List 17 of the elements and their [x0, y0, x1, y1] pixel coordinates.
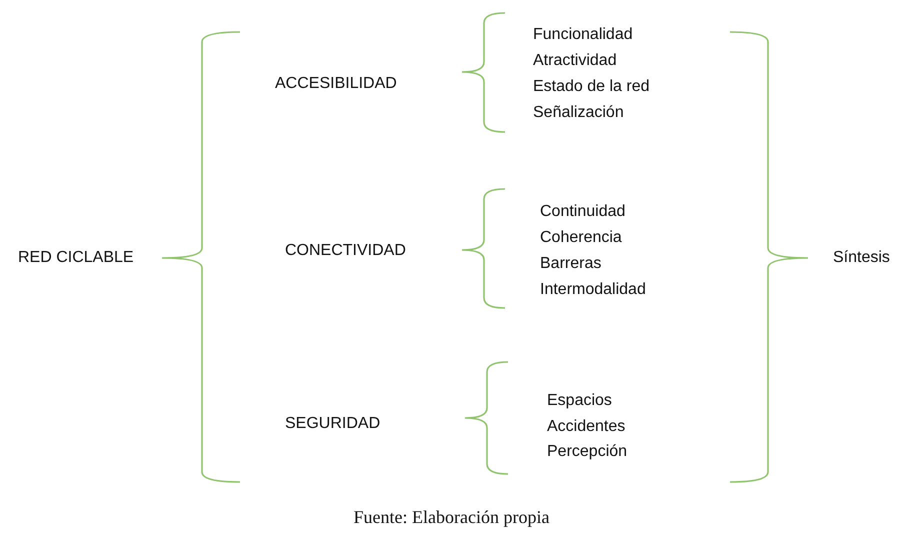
list-item: Atractividad: [533, 51, 617, 71]
list-item: Estado de la red: [533, 77, 650, 97]
category-label: RED CICLABLE: [18, 248, 134, 268]
caption: Fuente: Elaboración propia: [352, 507, 550, 528]
category-label: SEGURIDAD: [285, 414, 380, 434]
list-item: Señalización: [533, 103, 624, 123]
list-item: Espacios: [547, 391, 612, 411]
list-item: Accidentes: [547, 417, 626, 437]
list-item: Barreras: [540, 254, 602, 274]
category-label: ACCESIBILIDAD: [275, 74, 397, 94]
list-item: Coherencia: [540, 228, 622, 248]
category-label: CONECTIVIDAD: [285, 241, 406, 261]
list-item: Funcionalidad: [533, 25, 633, 45]
category-label: Síntesis: [833, 248, 890, 268]
list-item: Continuidad: [540, 202, 626, 222]
list-item: Percepción: [547, 442, 628, 462]
list-item: Intermodalidad: [540, 280, 646, 300]
